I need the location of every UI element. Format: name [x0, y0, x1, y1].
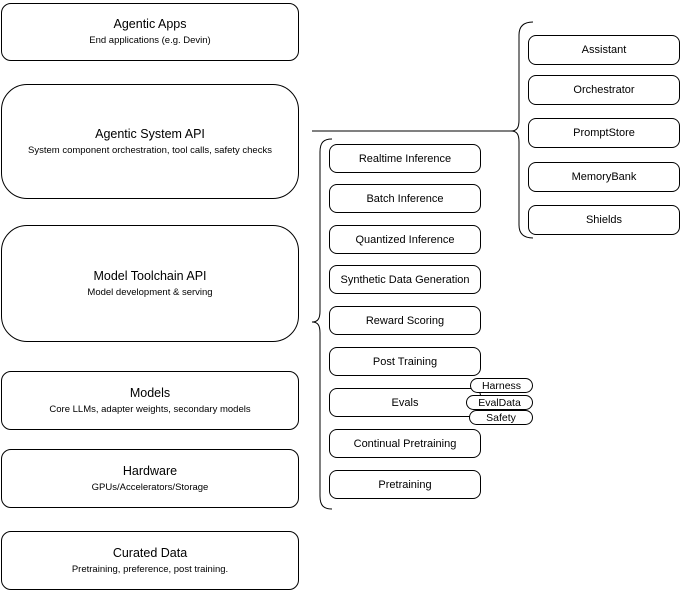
- node-evals: Evals: [329, 388, 481, 417]
- node-title: Agentic System API: [95, 126, 205, 141]
- node-promptstore: PromptStore: [528, 118, 680, 148]
- node-quantized-inference: Quantized Inference: [329, 225, 481, 254]
- node-label: Pretraining: [378, 478, 432, 491]
- node-title: Models: [129, 385, 171, 400]
- tag-label: EvalData: [478, 396, 521, 409]
- tag-harness: Harness: [470, 378, 533, 393]
- node-label: PromptStore: [573, 127, 635, 139]
- node-memorybank: MemoryBank: [528, 162, 680, 192]
- node-subtitle: System component orchestration, tool cal…: [28, 144, 272, 156]
- node-label: Shields: [585, 214, 623, 226]
- tag-label: Safety: [486, 411, 516, 424]
- node-subtitle: Core LLMs, adapter weights, secondary mo…: [49, 403, 251, 415]
- node-title: Curated Data: [112, 545, 188, 560]
- node-label: Synthetic Data Generation: [340, 273, 470, 286]
- brace-toolchain: [311, 138, 333, 510]
- node-pretraining: Pretraining: [329, 470, 481, 499]
- node-synthetic-data-generation: Synthetic Data Generation: [329, 265, 481, 294]
- node-label: Batch Inference: [366, 192, 444, 205]
- node-label: Continual Pretraining: [353, 437, 457, 450]
- node-label: Quantized Inference: [355, 233, 455, 246]
- tag-evaldata: EvalData: [466, 395, 533, 410]
- node-realtime-inference: Realtime Inference: [329, 144, 481, 173]
- node-label: Evals: [391, 396, 419, 409]
- node-subtitle: Model development & serving: [87, 286, 213, 298]
- node-reward-scoring: Reward Scoring: [329, 306, 481, 335]
- node-orchestrator: Orchestrator: [528, 75, 680, 105]
- node-shields: Shields: [528, 205, 680, 235]
- tag-safety: Safety: [469, 410, 533, 425]
- node-title: Model Toolchain API: [93, 268, 207, 283]
- node-model-toolchain-api: Model Toolchain API Model development & …: [1, 225, 299, 342]
- node-label: Reward Scoring: [365, 314, 445, 327]
- brace-system-components: [510, 21, 534, 239]
- node-label: Realtime Inference: [358, 152, 452, 165]
- node-post-training: Post Training: [329, 347, 481, 376]
- node-curated-data: Curated Data Pretraining, preference, po…: [1, 531, 299, 590]
- node-agentic-apps: Agentic Apps End applications (e.g. Devi…: [1, 3, 299, 61]
- node-label: MemoryBank: [571, 171, 637, 183]
- node-label: Assistant: [581, 44, 627, 56]
- node-models: Models Core LLMs, adapter weights, secon…: [1, 371, 299, 430]
- node-subtitle: End applications (e.g. Devin): [89, 35, 211, 46]
- node-title: Agentic Apps: [113, 17, 187, 31]
- node-assistant: Assistant: [528, 35, 680, 65]
- tag-label: Harness: [481, 379, 522, 392]
- node-subtitle: Pretraining, preference, post training.: [71, 563, 229, 575]
- node-continual-pretraining: Continual Pretraining: [329, 429, 481, 458]
- node-agentic-system-api: Agentic System API System component orch…: [1, 84, 299, 199]
- node-hardware: Hardware GPUs/Accelerators/Storage: [1, 449, 299, 508]
- node-label: Post Training: [372, 355, 438, 368]
- node-label: Orchestrator: [573, 84, 635, 96]
- node-batch-inference: Batch Inference: [329, 184, 481, 213]
- node-subtitle: GPUs/Accelerators/Storage: [91, 481, 209, 493]
- node-title: Hardware: [122, 463, 178, 478]
